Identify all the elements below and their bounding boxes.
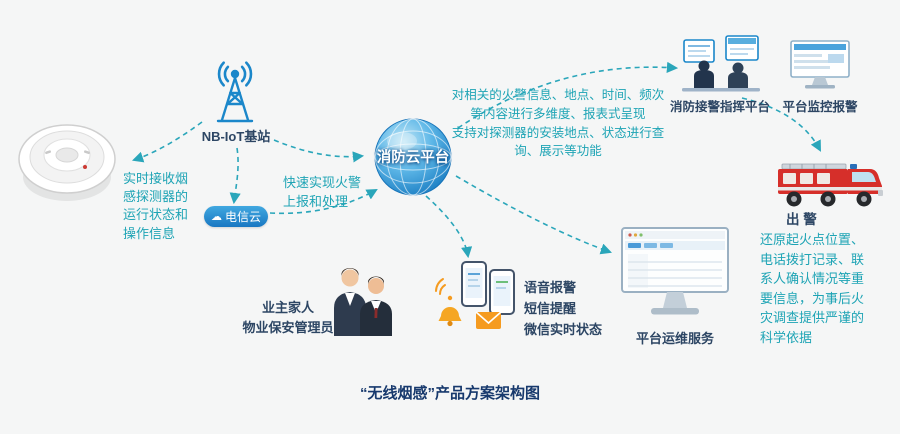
fire-command-platform-icon	[682, 35, 760, 92]
cloud-icon: ☁	[210, 211, 222, 223]
connector-basestation-cloudplatform	[273, 139, 365, 163]
ops-service-monitor-icon	[621, 227, 729, 315]
platform-monitor-icon	[790, 40, 850, 89]
connector-cloudplatform-alerts	[425, 195, 473, 259]
connector-basestation-telecomcloud	[229, 147, 241, 205]
phone-alerts-icon	[435, 261, 515, 329]
ops-service-label: 平台运维服务	[635, 331, 714, 346]
cloud-platform-label: 消防云平台	[376, 150, 450, 166]
annotation-realtime-receive: 实时接收烟感探测器的运行状态和操作信息	[123, 171, 189, 241]
owners-label: 业主家人 物业保安管理员	[242, 300, 334, 336]
annotation-platform-features: 对相关的火警信息、地点、时间、频次等内容进行多维度、报表式呈现 支持对探测器的安…	[451, 88, 665, 159]
alert-channels-label: 语音报警 短信提醒 微信实时状态	[524, 280, 603, 337]
dispatch-label: 出 警	[786, 212, 817, 227]
fire-truck-icon	[778, 163, 883, 207]
platform-monitor-label: 平台监控报警	[782, 100, 858, 114]
owners-people-icon	[334, 268, 392, 336]
annotation-fast-report: 快速实现火警上报和处理	[283, 175, 362, 209]
telecom-cloud-label: 电信云	[224, 210, 261, 224]
cloud-platform-globe-icon	[374, 118, 452, 196]
annotation-investigation-basis: 还原起火点位置、电话拨打记录、联系人确认情况等重要信息，为事后火灾调查提供严谨的…	[760, 232, 865, 345]
nbiot-basestation-label: NB-IoT基站	[201, 129, 271, 144]
smoke-detector-icon	[18, 124, 116, 201]
diagram-title: “无线烟感”产品方案架构图	[359, 385, 540, 402]
fire-command-platform-label: 消防接警指挥平台	[669, 100, 770, 114]
connector-cloudplatform-ops	[455, 175, 612, 255]
telecom-cloud-badge: ☁ 电信云	[204, 206, 268, 227]
nbiot-basestation-icon	[216, 61, 254, 123]
